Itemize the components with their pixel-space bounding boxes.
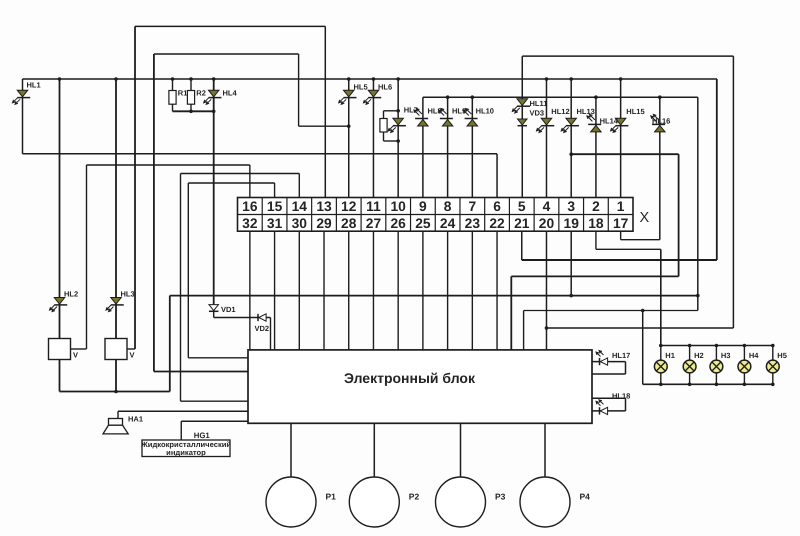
svg-text:HL17: HL17 bbox=[612, 351, 630, 360]
svg-text:27: 27 bbox=[366, 216, 382, 231]
svg-text:31: 31 bbox=[267, 216, 283, 231]
svg-text:HL1: HL1 bbox=[27, 81, 41, 90]
svg-text:Р3: Р3 bbox=[495, 492, 506, 502]
svg-text:13: 13 bbox=[316, 199, 332, 214]
svg-text:16: 16 bbox=[242, 199, 258, 214]
svg-text:Электронный блок: Электронный блок bbox=[344, 370, 476, 386]
svg-text:HL5: HL5 bbox=[354, 83, 368, 92]
svg-text:20: 20 bbox=[539, 216, 555, 231]
svg-text:25: 25 bbox=[415, 216, 431, 231]
svg-text:4: 4 bbox=[543, 199, 551, 214]
svg-text:H4: H4 bbox=[749, 351, 759, 360]
svg-text:VD1: VD1 bbox=[221, 305, 236, 314]
svg-text:26: 26 bbox=[390, 216, 406, 231]
svg-text:14: 14 bbox=[292, 199, 308, 214]
svg-text:11: 11 bbox=[366, 199, 381, 214]
svg-text:X: X bbox=[640, 210, 650, 226]
svg-text:30: 30 bbox=[292, 216, 308, 231]
svg-text:HA1: HA1 bbox=[128, 415, 143, 424]
svg-text:VD3: VD3 bbox=[530, 109, 545, 118]
svg-text:VD2: VD2 bbox=[255, 324, 270, 333]
svg-text:32: 32 bbox=[242, 216, 258, 231]
svg-text:HL8: HL8 bbox=[428, 107, 442, 116]
svg-text:6: 6 bbox=[493, 199, 501, 214]
svg-text:HL11: HL11 bbox=[530, 99, 548, 108]
svg-text:H3: H3 bbox=[721, 351, 731, 360]
svg-text:15: 15 bbox=[267, 199, 283, 214]
svg-text:Р1: Р1 bbox=[326, 492, 337, 502]
svg-text:H5: H5 bbox=[777, 351, 787, 360]
svg-text:18: 18 bbox=[588, 216, 604, 231]
svg-text:Р2: Р2 bbox=[409, 492, 420, 502]
svg-text:HL12: HL12 bbox=[551, 107, 569, 116]
svg-text:HL9: HL9 bbox=[452, 107, 466, 116]
svg-text:HL13: HL13 bbox=[577, 107, 595, 116]
svg-text:HL6: HL6 bbox=[378, 83, 392, 92]
svg-text:23: 23 bbox=[465, 216, 481, 231]
svg-text:3: 3 bbox=[567, 199, 575, 214]
svg-text:HG1: HG1 bbox=[194, 431, 211, 440]
svg-text:28: 28 bbox=[341, 216, 357, 231]
svg-text:HL10: HL10 bbox=[476, 107, 494, 116]
svg-text:Р4: Р4 bbox=[580, 492, 591, 502]
svg-text:19: 19 bbox=[564, 216, 580, 231]
svg-text:9: 9 bbox=[419, 199, 427, 214]
svg-text:HL18: HL18 bbox=[612, 392, 630, 401]
svg-text:8: 8 bbox=[444, 199, 452, 214]
svg-text:H2: H2 bbox=[694, 351, 704, 360]
svg-text:24: 24 bbox=[440, 216, 456, 231]
svg-text:5: 5 bbox=[518, 199, 526, 214]
svg-text:17: 17 bbox=[613, 216, 629, 231]
svg-text:V: V bbox=[130, 351, 135, 360]
svg-text:HL2: HL2 bbox=[64, 290, 78, 299]
svg-text:10: 10 bbox=[390, 199, 406, 214]
svg-text:21: 21 bbox=[514, 216, 530, 231]
svg-text:HL7: HL7 bbox=[404, 106, 418, 115]
svg-text:7: 7 bbox=[468, 199, 476, 214]
svg-text:12: 12 bbox=[341, 199, 357, 214]
svg-text:H1: H1 bbox=[665, 351, 675, 360]
svg-text:V: V bbox=[73, 351, 78, 360]
svg-text:22: 22 bbox=[489, 216, 505, 231]
svg-text:R1: R1 bbox=[178, 89, 188, 98]
svg-text:2: 2 bbox=[592, 199, 600, 214]
svg-text:Жидкокристаллический: Жидкокристаллический bbox=[140, 440, 232, 449]
svg-text:1: 1 bbox=[617, 199, 625, 214]
svg-text:HL4: HL4 bbox=[223, 89, 238, 98]
svg-text:R2: R2 bbox=[196, 89, 206, 98]
svg-text:HL3: HL3 bbox=[121, 290, 135, 299]
svg-text:HL15: HL15 bbox=[626, 107, 644, 116]
svg-text:29: 29 bbox=[316, 216, 332, 231]
svg-text:индикатор: индикатор bbox=[166, 448, 206, 457]
svg-text:HL16: HL16 bbox=[652, 117, 670, 126]
svg-text:HL14: HL14 bbox=[600, 117, 619, 126]
